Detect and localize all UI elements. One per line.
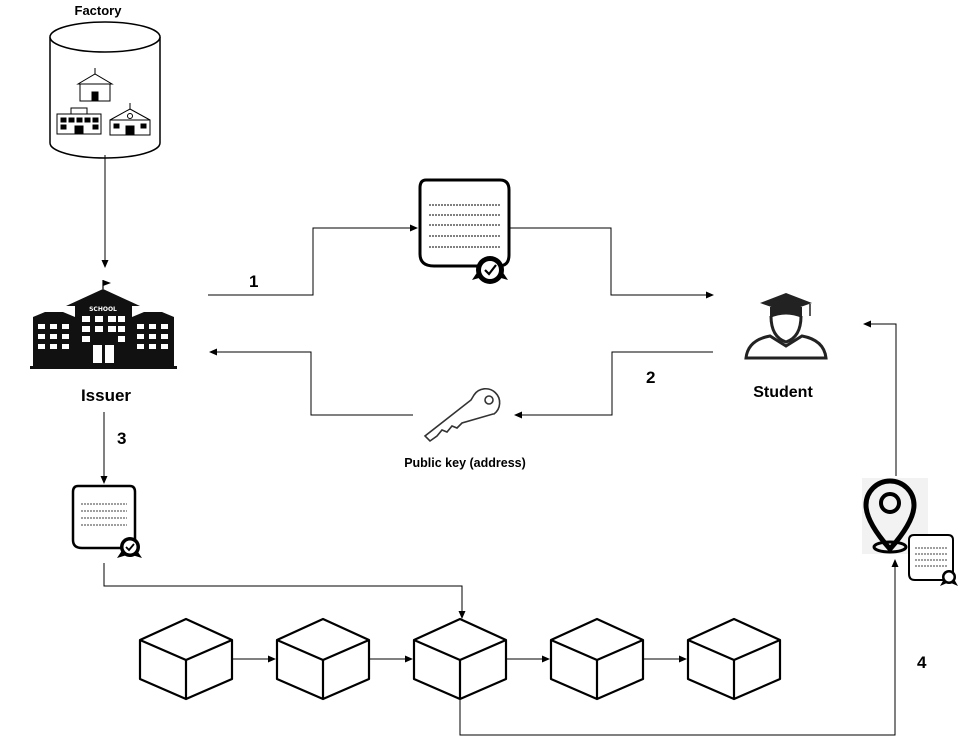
issue-certificate-arrow: [208, 224, 418, 296]
step-2-label: 2: [646, 368, 655, 387]
blockchain-to-verifier-arrow: [459, 559, 899, 736]
key-to-issuer-arrow: [209, 348, 413, 416]
blockchain: [138, 617, 782, 701]
badge-icon: [472, 256, 508, 284]
issued-certificate-icon: [71, 484, 142, 558]
block-3-icon: [412, 617, 508, 701]
verified-certificate-icon: [908, 534, 958, 586]
certificate-icon: [418, 178, 511, 284]
student-label: Student: [753, 384, 813, 401]
schoolhouse-small-icon: [109, 103, 151, 136]
badge-icon: [117, 537, 142, 558]
step-3-label: 3: [117, 429, 126, 448]
graduate-student-icon: [744, 293, 828, 360]
verifier-to-student-arrow: [863, 320, 897, 476]
certificate-to-student-arrow: [510, 227, 714, 299]
public-key-label: Public key (address): [404, 456, 526, 470]
badge-icon: [940, 570, 958, 586]
issuer-label: Issuer: [81, 386, 131, 405]
school-building-icon: SCHOOL: [30, 280, 177, 369]
step-1-label: 1: [249, 272, 258, 291]
factory-database-icon: [49, 21, 161, 159]
school-building-small-icon: [76, 68, 114, 102]
send-public-key-arrow: [514, 351, 713, 419]
school-sign-text: SCHOOL: [89, 306, 117, 313]
factory-label: Factory: [75, 3, 123, 18]
office-building-small-icon: [56, 107, 102, 135]
block-1-icon: [138, 617, 234, 701]
block-2-icon: [275, 617, 371, 701]
step-4-label: 4: [917, 653, 927, 672]
certificate-to-blockchain-arrow: [103, 563, 466, 619]
block-5-icon: [686, 617, 782, 701]
block-4-icon: [549, 617, 645, 701]
key-icon: [423, 388, 501, 443]
